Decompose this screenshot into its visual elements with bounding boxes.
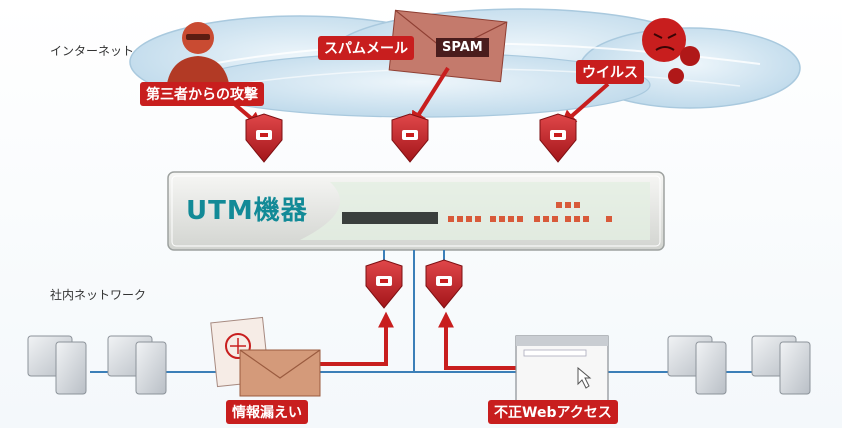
browser-window-icon (515, 335, 609, 403)
shield-icon (245, 113, 283, 163)
shield-icon (365, 259, 403, 309)
spam-mail-tag: スパムメール (318, 36, 414, 60)
virus-tag: ウイルス (576, 60, 644, 84)
illegal-web-tag: 不正Webアクセス (488, 400, 618, 424)
virus-icon (642, 18, 700, 84)
virus-arrow (560, 82, 610, 127)
shield-icon (539, 113, 577, 163)
spam-badge: SPAM (436, 38, 489, 57)
utm-device-name: UTM機器 (186, 196, 308, 226)
third-party-attack-tag: 第三者からの攻撃 (140, 82, 264, 106)
port-leds (448, 202, 612, 222)
utm-device (167, 171, 665, 251)
shield-icon (391, 113, 429, 163)
pc-icon (667, 335, 727, 395)
lan-label: 社内ネットワーク (50, 288, 147, 302)
shield-icon (425, 259, 463, 309)
pc-icon (27, 335, 87, 395)
internet-label: インターネット (50, 44, 135, 58)
spam-arrow (410, 66, 450, 128)
leak-arrow (310, 311, 394, 366)
web-arrow (438, 311, 520, 370)
info-leak-tag: 情報漏えい (226, 400, 308, 424)
pc-icon (107, 335, 167, 395)
pc-icon (751, 335, 811, 395)
envelope-icon (239, 349, 321, 397)
